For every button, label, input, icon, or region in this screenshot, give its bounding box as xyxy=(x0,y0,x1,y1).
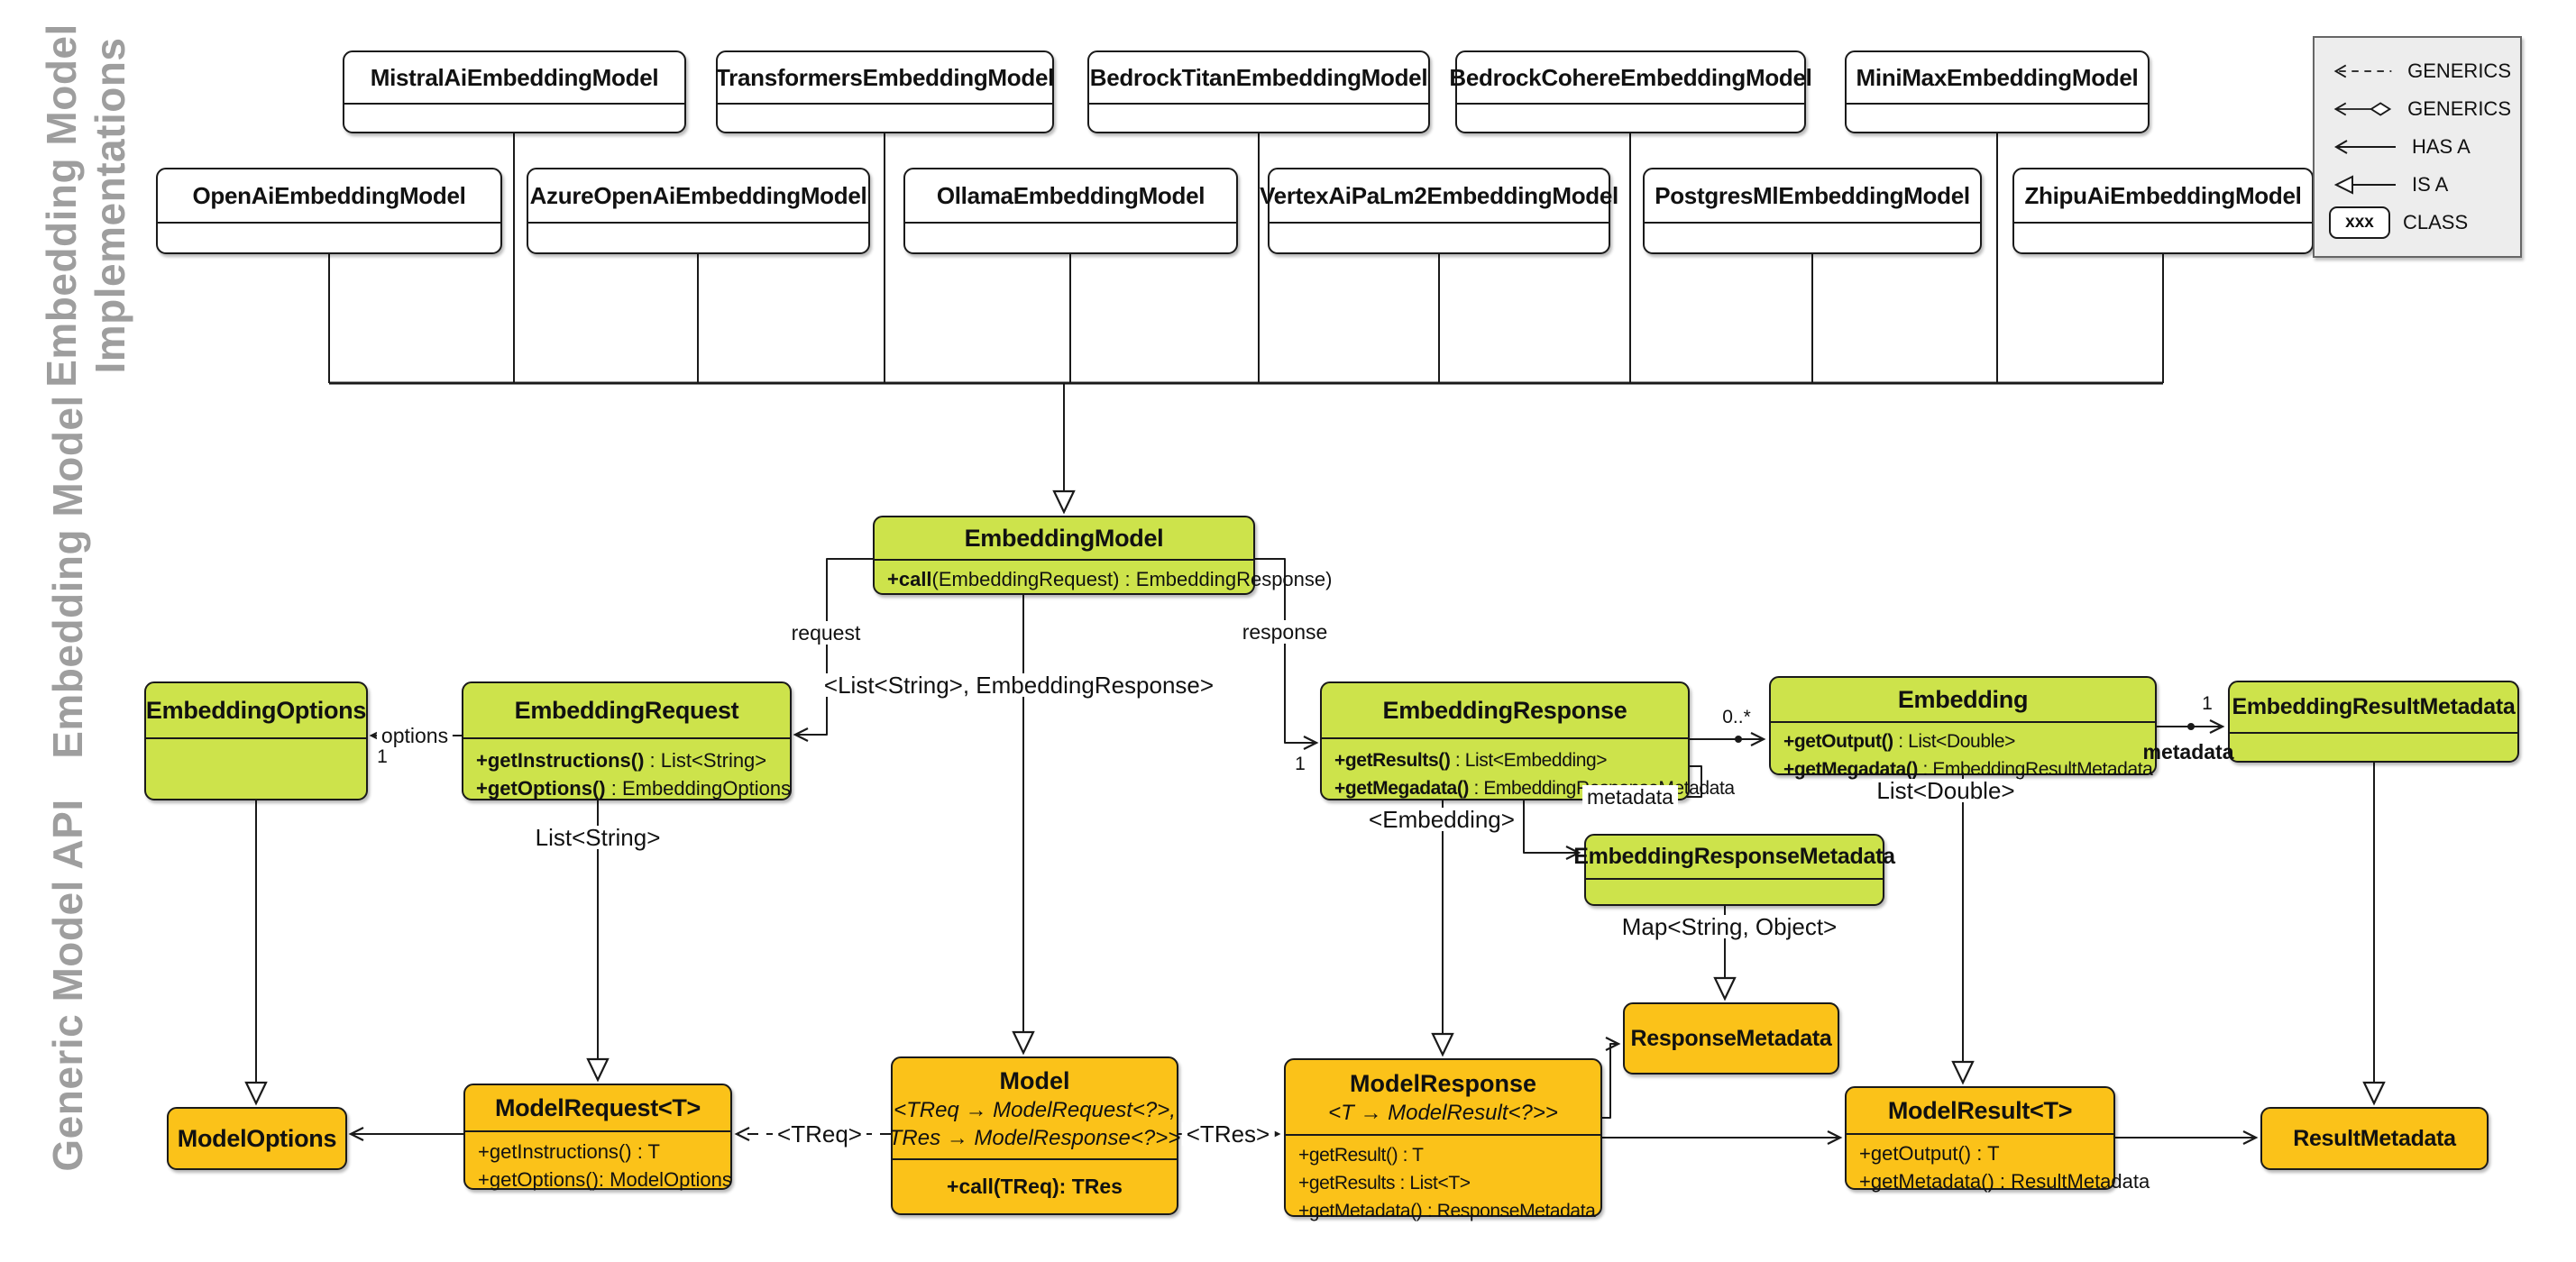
method: +getMetadata() : ResultMetadata xyxy=(1859,1170,2150,1193)
class-title: MiniMaxEmbeddingModel xyxy=(1847,52,2148,105)
legend-row-generics-diamond: GENERICS xyxy=(2329,90,2511,128)
class-title: Embedding xyxy=(1771,678,2155,723)
method: +call(TReq): TRes xyxy=(947,1174,1123,1198)
class-title: OllamaEmbeddingModel xyxy=(905,169,1236,224)
class-title: ZhipuAiEmbeddingModel xyxy=(2014,169,2312,224)
class-title: PostgresMlEmbeddingModel xyxy=(1645,169,1980,224)
class-title: EmbeddingOptions xyxy=(146,683,366,739)
class-title: ResponseMetadata xyxy=(1630,1025,1832,1051)
multiplicity-response: 1 xyxy=(1295,754,1306,774)
method: +getResults() : List<Embedding> xyxy=(1334,750,1608,771)
class-openai-embedding-model[interactable]: OpenAiEmbeddingModel xyxy=(156,168,502,254)
method: +getOutput() : T xyxy=(1859,1142,2000,1165)
class-title: BedrockCohereEmbeddingModel xyxy=(1449,52,1812,105)
class-title: EmbeddingModel xyxy=(875,517,1253,561)
class-response-metadata[interactable]: ResponseMetadata xyxy=(1623,1002,1839,1075)
class-bedrock-titan-embedding-model[interactable]: BedrockTitanEmbeddingModel xyxy=(1087,50,1430,133)
generics-label-treq: <TReq> xyxy=(773,1122,866,1146)
class-embedding-result-metadata[interactable]: EmbeddingResultMetadata xyxy=(2228,681,2519,763)
section-label-embedding-model: Embedding Model xyxy=(44,395,91,759)
edge-label-options: options xyxy=(376,724,454,747)
method: +getResult() : T xyxy=(1298,1145,1424,1166)
class-model-request[interactable]: ModelRequest<T> +getInstructions() : T +… xyxy=(463,1084,732,1191)
method: +getOptions() : EmbeddingOptions xyxy=(476,777,792,800)
method: +getOptions(): ModelOptions xyxy=(478,1168,732,1191)
class-embedding-model[interactable]: EmbeddingModel +call(EmbeddingRequest) :… xyxy=(873,516,1333,595)
implementation-bus xyxy=(328,133,2164,385)
class-title: EmbeddingResponseMetadata xyxy=(1573,836,1895,880)
class-transformers-embedding-model[interactable]: TransformersEmbeddingModel xyxy=(716,50,1054,133)
method: +getMetadata() : ResponseMetadata xyxy=(1298,1201,1596,1221)
class-generics: <TReq → ModelRequest<?>, xyxy=(894,1097,1176,1122)
method: +getMegadata() : EmbeddingResultMetadata xyxy=(1783,759,2153,780)
legend-row-class: xxx CLASS xyxy=(2329,204,2511,242)
section-label-implementations: Embedding Model Implementations xyxy=(38,23,133,388)
class-title: EmbeddingResponse xyxy=(1322,683,1688,739)
method: +call(EmbeddingRequest) : EmbeddingRespo… xyxy=(887,568,1333,590)
class-ollama-embedding-model[interactable]: OllamaEmbeddingModel xyxy=(903,168,1238,254)
class-embedding-options[interactable]: EmbeddingOptions xyxy=(144,681,368,800)
generics-diamond-arrow-icon xyxy=(2333,102,2392,116)
class-embedding-response[interactable]: EmbeddingResponse +getResults() : List<E… xyxy=(1320,681,1735,800)
method: +getInstructions() : T xyxy=(478,1140,660,1163)
edge-label-response: response xyxy=(1237,620,1333,644)
class-title: ResultMetadata xyxy=(2293,1125,2456,1151)
class-title: MistralAiEmbeddingModel xyxy=(344,52,684,105)
is-a-triangle-icon xyxy=(2333,175,2396,195)
legend-row-has-a: HAS A xyxy=(2329,128,2511,166)
class-model-response[interactable]: ModelResponse <T → ModelResult<?>> +getR… xyxy=(1284,1058,1602,1221)
is-a-edges xyxy=(244,383,2386,1106)
multiplicity-options: 1 xyxy=(377,746,388,767)
generics-label-map-string-object: Map<String, Object> xyxy=(1617,915,1842,938)
class-title: TransformersEmbeddingModel xyxy=(716,52,1054,105)
generics-label-tres: <TRes> xyxy=(1181,1122,1275,1146)
section-label-generic-model-api: Generic Model API xyxy=(44,799,91,1172)
method: +getResults : List<T> xyxy=(1298,1173,1471,1193)
class-title: BedrockTitanEmbeddingModel xyxy=(1089,52,1428,105)
class-mistral-ai-embedding-model[interactable]: MistralAiEmbeddingModel xyxy=(343,50,686,133)
class-title: EmbeddingRequest xyxy=(463,683,790,739)
method: +getInstructions() : List<String> xyxy=(476,749,767,772)
multiplicity-zero-many: 0..* xyxy=(1722,707,1751,727)
generics-dashed-arrow-icon xyxy=(2333,64,2392,78)
generics-label-list-double: List<Double> xyxy=(1872,779,2020,802)
edge-label-metadata-result: metadata xyxy=(2142,740,2234,764)
class-title: EmbeddingResultMetadata xyxy=(2230,682,2517,734)
class-title: ModelRequest<T> xyxy=(465,1085,730,1132)
legend-row-is-a: IS A xyxy=(2329,166,2511,204)
class-title: Model xyxy=(999,1066,1070,1094)
class-postgresml-embedding-model[interactable]: PostgresMlEmbeddingModel xyxy=(1643,168,1982,254)
class-azure-openai-embedding-model[interactable]: AzureOpenAiEmbeddingModel xyxy=(527,168,870,254)
class-title: ModelOptions xyxy=(177,1124,337,1152)
class-result-metadata[interactable]: ResultMetadata xyxy=(2260,1107,2489,1170)
edge-label-request: request xyxy=(786,621,866,645)
edge-label-metadata-response: metadata xyxy=(1582,785,1678,809)
class-embedding[interactable]: Embedding +getOutput() : List<Double> +g… xyxy=(1769,676,2157,780)
has-a-arrow-icon xyxy=(2334,140,2396,154)
class-bedrock-cohere-embedding-model[interactable]: BedrockCohereEmbeddingModel xyxy=(1449,50,1812,133)
class-minimax-embedding-model[interactable]: MiniMaxEmbeddingModel xyxy=(1845,50,2150,133)
generics-label-model: <List<String>, EmbeddingResponse> xyxy=(819,673,1219,697)
class-sample-icon: xxx xyxy=(2329,206,2390,239)
generics-label-embedding: <Embedding> xyxy=(1364,808,1519,831)
multiplicity-result-metadata: 1 xyxy=(2202,693,2213,714)
legend-row-generics-dashed: GENERICS xyxy=(2329,52,2511,90)
method: +getOutput() : List<Double> xyxy=(1783,731,2016,752)
class-generics: TRes → ModelResponse<?>> xyxy=(888,1125,1181,1150)
class-title: ModelResult<T> xyxy=(1847,1088,2113,1135)
class-model-result[interactable]: ModelResult<T> +getOutput() : T +getMeta… xyxy=(1845,1086,2150,1193)
class-embedding-request[interactable]: EmbeddingRequest +getInstructions() : Li… xyxy=(462,681,792,800)
class-title: ModelResponse xyxy=(1349,1069,1537,1097)
class-embedding-response-metadata[interactable]: EmbeddingResponseMetadata xyxy=(1573,834,1895,906)
class-model-options[interactable]: ModelOptions xyxy=(167,1107,347,1170)
class-vertexai-palm2-embedding-model[interactable]: VertexAiPaLm2EmbeddingModel xyxy=(1260,168,1618,254)
class-zhipuai-embedding-model[interactable]: ZhipuAiEmbeddingModel xyxy=(2012,168,2314,254)
class-generics: <T → ModelResult<?>> xyxy=(1328,1100,1558,1125)
class-title: AzureOpenAiEmbeddingModel xyxy=(528,169,868,224)
class-model[interactable]: Model <TReq → ModelRequest<?>, TRes → Mo… xyxy=(888,1056,1181,1215)
legend: GENERICS GENERICS HAS A IS A xx xyxy=(2313,36,2522,258)
generics-label-list-string: List<String> xyxy=(530,826,665,849)
class-title: VertexAiPaLm2EmbeddingModel xyxy=(1260,169,1618,224)
class-title: OpenAiEmbeddingModel xyxy=(158,169,500,224)
